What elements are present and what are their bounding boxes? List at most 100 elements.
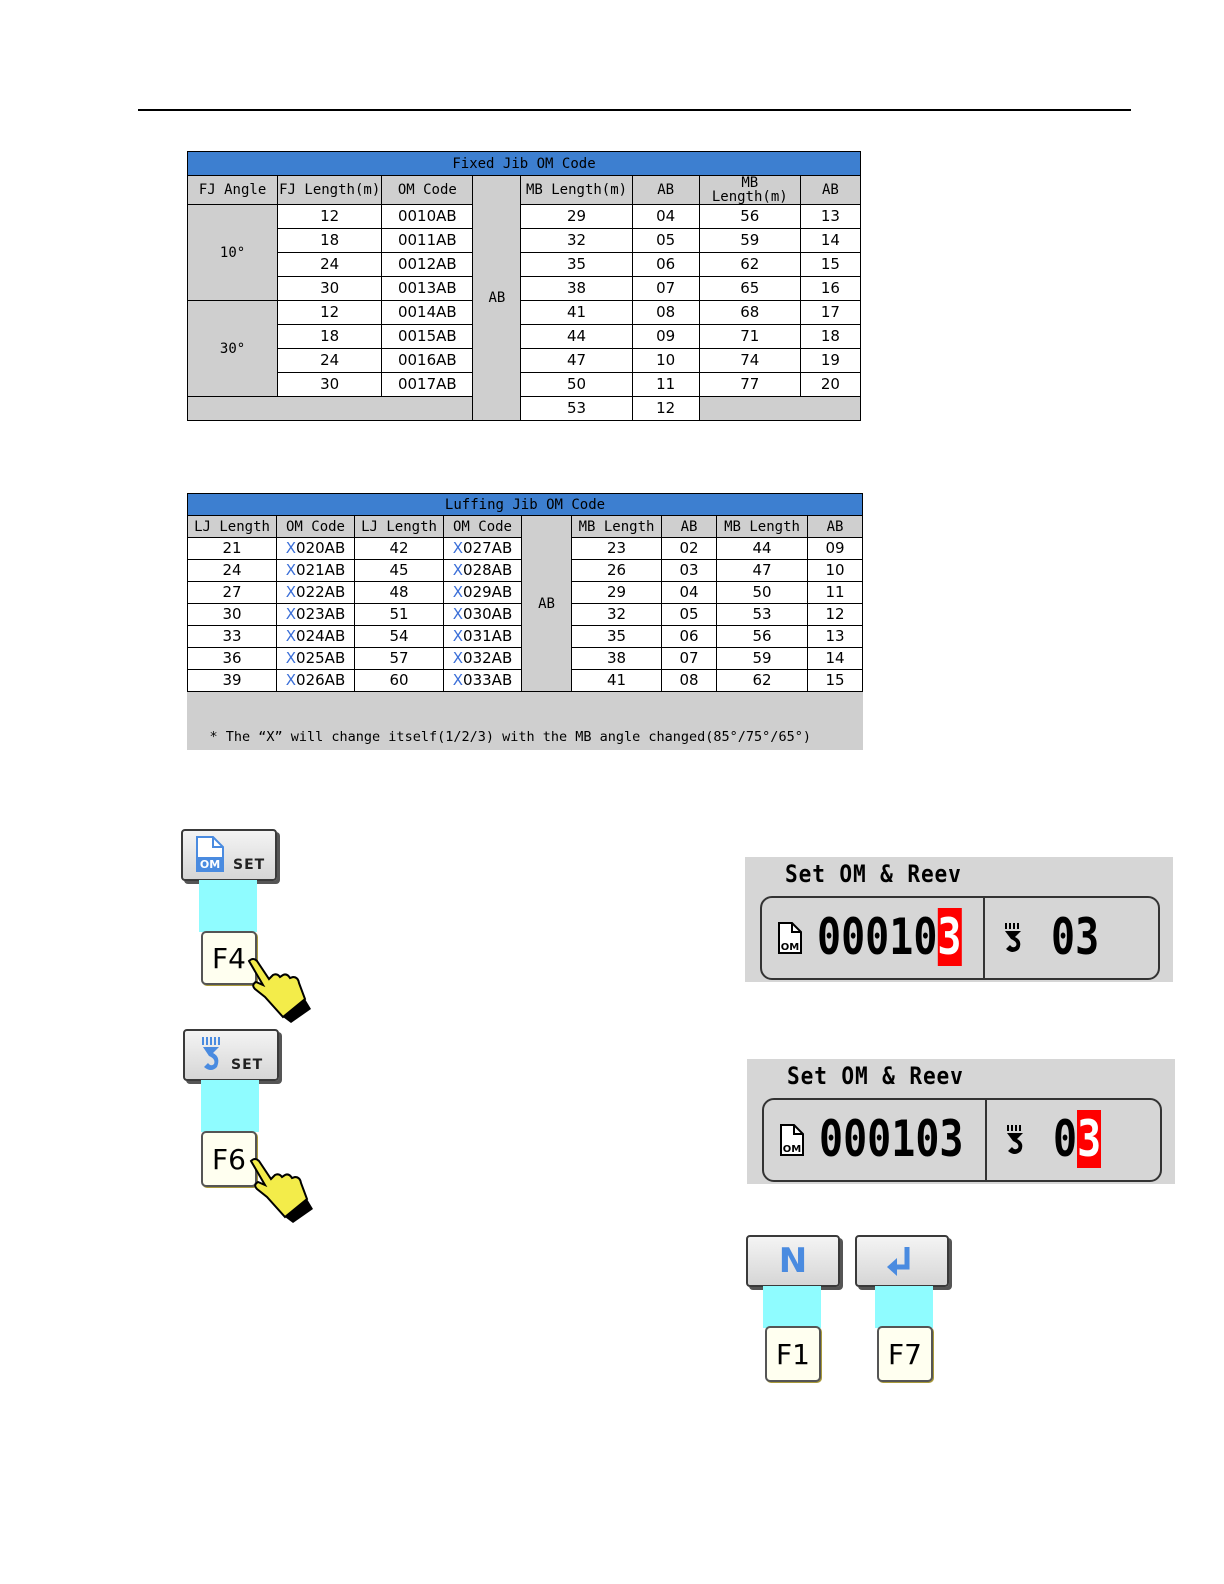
table-cell: 06 bbox=[631, 252, 700, 277]
table-cell: 12 bbox=[807, 603, 863, 626]
table-cell: 30 bbox=[277, 276, 383, 301]
table-cell: 77 bbox=[698, 372, 801, 397]
table-cell: 18 bbox=[799, 324, 862, 349]
reev-set-key[interactable]: SET bbox=[183, 1029, 279, 1081]
table-cell: 14 bbox=[799, 228, 862, 253]
om-set-key[interactable]: OM SET bbox=[181, 829, 277, 881]
table-cell: X029AB bbox=[443, 581, 522, 604]
table-cell: 65 bbox=[698, 276, 801, 301]
table-cell: 35 bbox=[571, 625, 662, 648]
set-om-reev-panel-1: Set OM & Reev OM 000103 03 bbox=[745, 857, 1173, 982]
svg-text:OM: OM bbox=[783, 1144, 802, 1155]
table-cell: 29 bbox=[520, 204, 633, 229]
table-cell: 39 bbox=[187, 669, 277, 692]
table-cell: 54 bbox=[354, 625, 444, 648]
table-cell: X021AB bbox=[276, 559, 355, 582]
table-cell: 07 bbox=[631, 276, 700, 301]
om-file-icon: OM bbox=[780, 1124, 804, 1156]
table-cell: 38 bbox=[571, 647, 662, 670]
table-cell: 74 bbox=[698, 348, 801, 373]
om-file-icon: OM bbox=[196, 836, 224, 872]
pointing-hand-icon bbox=[249, 1158, 313, 1223]
om-code-value: 000103 bbox=[819, 1110, 964, 1168]
table-cell: 12 bbox=[631, 396, 700, 421]
table-cell: 53 bbox=[716, 603, 808, 626]
panel-title: Set OM & Reev bbox=[785, 860, 962, 888]
table-cell: 30 bbox=[277, 372, 383, 397]
om-set-connector bbox=[199, 880, 257, 932]
table-cell: 33 bbox=[187, 625, 277, 648]
table-cell: X020AB bbox=[276, 537, 355, 560]
table-cell: 44 bbox=[716, 537, 808, 560]
table-cell: 04 bbox=[631, 204, 700, 229]
table-cell: 15 bbox=[807, 669, 863, 692]
table-cell: 21 bbox=[187, 537, 277, 560]
column-header: MB Length bbox=[716, 515, 808, 538]
f6-key[interactable]: F6 bbox=[201, 1131, 257, 1187]
column-header: LJ Length bbox=[187, 515, 277, 538]
ab-label: AB bbox=[521, 515, 572, 692]
table-cell: 04 bbox=[661, 581, 717, 604]
column-header: AB bbox=[799, 175, 862, 205]
fj-angle: 30° bbox=[186, 300, 279, 397]
column-header: OM Code bbox=[381, 175, 474, 205]
table-cell: 10 bbox=[807, 559, 863, 582]
enter-key[interactable] bbox=[855, 1235, 949, 1287]
table-cell: 16 bbox=[799, 276, 862, 301]
set-om-reev-panel-2: Set OM & Reev OM 000103 03 bbox=[747, 1059, 1175, 1184]
table-cell: 0011AB bbox=[381, 228, 474, 253]
table-cell: X028AB bbox=[443, 559, 522, 582]
table-cell: 12 bbox=[277, 300, 383, 325]
n-key[interactable]: N bbox=[746, 1235, 840, 1287]
om-code-value: 000103 bbox=[817, 908, 962, 966]
f1-key[interactable]: F1 bbox=[765, 1326, 821, 1382]
f7-key[interactable]: F7 bbox=[877, 1326, 933, 1382]
ab-label: AB bbox=[472, 175, 522, 421]
header-rule bbox=[138, 109, 1131, 111]
table-cell: 47 bbox=[716, 559, 808, 582]
table-cell: 48 bbox=[354, 581, 444, 604]
table-cell: 18 bbox=[277, 324, 383, 349]
table-cell: X033AB bbox=[443, 669, 522, 692]
n-key-connector bbox=[763, 1286, 821, 1328]
svg-text:OM: OM bbox=[200, 858, 220, 871]
hook-icon bbox=[202, 1037, 220, 1070]
table-cell: 57 bbox=[354, 647, 444, 670]
table-cell: 07 bbox=[661, 647, 717, 670]
column-header: OM Code bbox=[443, 515, 522, 538]
f4-key[interactable]: F4 bbox=[201, 931, 257, 985]
table-cell: X026AB bbox=[276, 669, 355, 692]
table-cell: 24 bbox=[277, 348, 383, 373]
table-cell: 26 bbox=[571, 559, 662, 582]
table-cell: X031AB bbox=[443, 625, 522, 648]
table-cell: 36 bbox=[187, 647, 277, 670]
table-cell: 12 bbox=[277, 204, 383, 229]
table-cell: 03 bbox=[661, 559, 717, 582]
table-cell: 14 bbox=[807, 647, 863, 670]
table-cell: 59 bbox=[698, 228, 801, 253]
table-cell: 45 bbox=[354, 559, 444, 582]
table-cell: 0013AB bbox=[381, 276, 474, 301]
table-cell: X023AB bbox=[276, 603, 355, 626]
om-file-icon: OM bbox=[778, 922, 802, 954]
table-cell: 20 bbox=[799, 372, 862, 397]
table-cell: 41 bbox=[571, 669, 662, 692]
table-cell: 71 bbox=[698, 324, 801, 349]
pointing-hand-icon bbox=[247, 958, 311, 1023]
empty-cell bbox=[698, 396, 862, 421]
table-cell: 0012AB bbox=[381, 252, 474, 277]
table-title: Fixed Jib OM Code bbox=[187, 151, 861, 176]
column-header: MB Length(m) bbox=[520, 175, 633, 205]
table-cell: 51 bbox=[354, 603, 444, 626]
table-cell: 38 bbox=[520, 276, 633, 301]
table-cell: 35 bbox=[520, 252, 633, 277]
table-cell: 50 bbox=[716, 581, 808, 604]
table-cell: 56 bbox=[698, 204, 801, 229]
